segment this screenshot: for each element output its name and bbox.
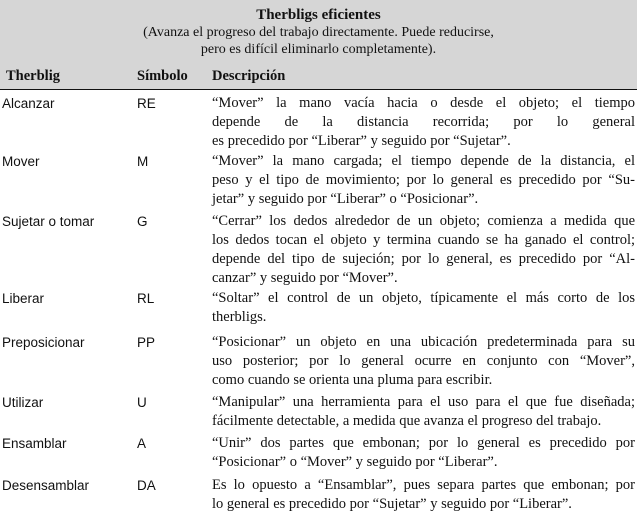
- therblig-description: “Mover” la mano vacía hacia o desde el o…: [212, 94, 635, 151]
- description-line: Es lo opuesto a “Ensamblar”, pues separa…: [212, 477, 635, 493]
- therblig-symbol: RL: [137, 291, 155, 306]
- description-line: lo general es precedido por “Sujetar” y …: [212, 496, 572, 512]
- therblig-name: Utilizar: [2, 395, 44, 410]
- description-line: fácilmente detectable, a medida que avan…: [212, 413, 602, 429]
- therblig-description: “Posicionar” un objeto en una ubicación …: [212, 333, 635, 390]
- description-line: therbligs.: [212, 309, 267, 325]
- description-line: “Unir” dos partes que embonan; por lo ge…: [212, 435, 635, 451]
- therblig-name: Desensamblar: [2, 478, 90, 493]
- therblig-symbol: A: [137, 436, 147, 451]
- therblig-symbol: RE: [137, 96, 156, 111]
- therblig-name: Sujetar o tomar: [2, 214, 95, 229]
- therblig-symbol: G: [137, 214, 148, 229]
- description-line: “Posicionar” o “Mover” y seguido por “Li…: [212, 454, 498, 470]
- therblig-symbol: U: [137, 395, 147, 410]
- description-line: “Posicionar” un objeto en una ubicación …: [212, 334, 635, 350]
- therblig-description: “Cerrar” los dedos alrededor de un objet…: [212, 212, 635, 288]
- table-subtitle-line: pero es difícil eliminarlo completamente…: [200, 42, 437, 57]
- description-line: es precedido por “Liberar” y seguido por…: [212, 133, 511, 149]
- therblig-description: “Unir” dos partes que embonan; por lo ge…: [212, 434, 635, 472]
- header-symbol: Símbolo: [137, 68, 188, 84]
- description-line: canzar” y seguido por “Mover”.: [212, 270, 398, 286]
- therblig-name: Mover: [2, 154, 40, 169]
- header-description: Descripción: [212, 68, 286, 84]
- header-therblig: Therblig: [6, 68, 60, 84]
- therblig-symbol: PP: [137, 335, 156, 350]
- description-line: los dedos tocan el objeto y termina cuan…: [212, 232, 635, 248]
- therblig-name: Liberar: [2, 291, 45, 306]
- description-line: jetar” y seguido por “Liberar” o “Posici…: [212, 191, 479, 207]
- header-bottom-rule: [0, 89, 637, 90]
- therblig-description: “Mover” la mano cargada; el tiempo depen…: [212, 152, 635, 209]
- description-line: uso posterior; por lo general ocurre en …: [212, 353, 635, 369]
- title-band: Therbligs eficientes (Avanza el progreso…: [0, 0, 637, 62]
- therblig-symbol: DA: [137, 478, 156, 493]
- therblig-description: Es lo opuesto a “Ensamblar”, pues separa…: [212, 476, 635, 514]
- table-subtitle-line: (Avanza el progreso del trabajo directam…: [143, 25, 494, 40]
- header-band: [0, 62, 637, 89]
- therblig-description: “Manipular” una herramienta para el uso …: [212, 393, 635, 431]
- therblig-name: Preposicionar: [2, 335, 85, 350]
- therblig-description: “Soltar” el control de un objeto, típica…: [212, 289, 635, 327]
- description-line: como cuando se orienta una pluma para es…: [212, 372, 493, 388]
- therblig-symbol: M: [137, 154, 149, 169]
- therblig-name: Ensamblar: [2, 436, 67, 451]
- description-line: “Manipular” una herramienta para el uso …: [212, 394, 635, 410]
- description-line: depende del tipo de sujeción; por lo gen…: [212, 251, 635, 267]
- description-line: “Mover” la mano vacía hacia o desde el o…: [212, 95, 635, 111]
- description-line: “Cerrar” los dedos alrededor de un objet…: [212, 213, 635, 229]
- description-line: “Soltar” el control de un objeto, típica…: [212, 290, 635, 306]
- description-line: depende de la distancia recorrida; por l…: [212, 114, 635, 130]
- description-line: “Mover” la mano cargada; el tiempo depen…: [212, 153, 635, 169]
- therblig-name: Alcanzar: [2, 96, 55, 111]
- description-line: peso y el tipo de movimiento; por lo gen…: [212, 172, 635, 188]
- table-subtitle: (Avanza el progreso del trabajo directam…: [0, 24, 637, 58]
- table-title: Therbligs eficientes: [256, 7, 381, 23]
